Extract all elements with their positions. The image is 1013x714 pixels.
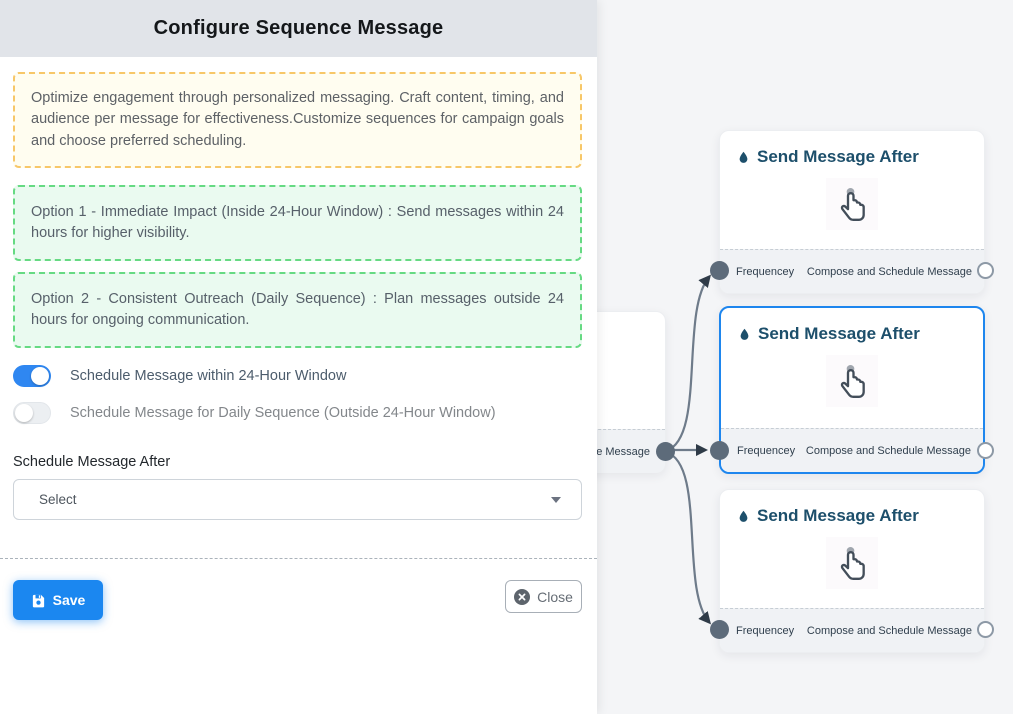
node-title-text: Send Message After [757, 506, 919, 525]
option-1-note: Option 1 - Immediate Impact (Inside 24-H… [13, 185, 582, 261]
select-placeholder: Select [39, 492, 77, 507]
node-footer: ce Message [597, 429, 665, 473]
node-title-text: Send Message After [757, 147, 919, 166]
save-button[interactable]: Save [13, 580, 103, 620]
toggle-knob [31, 367, 49, 385]
target-handle-node-1[interactable] [710, 261, 729, 280]
option-2-note: Option 2 - Consistent Outreach (Daily Se… [13, 272, 582, 348]
water-drop-icon [739, 510, 748, 522]
node-body: Send Message After [720, 131, 984, 249]
drawer-actions: Save Close [13, 580, 582, 620]
toggle-daily-label: Schedule Message for Daily Sequence (Out… [70, 405, 496, 421]
info-note-text: Optimize engagement through personalized… [31, 90, 564, 149]
configure-sequence-drawer: Configure Sequence Message Optimize enga… [0, 0, 597, 714]
schedule-after-select[interactable]: Select [13, 479, 582, 520]
node-footer: Frequencey Compose and Schedule Message [720, 249, 984, 293]
info-note: Optimize engagement through personalized… [13, 72, 582, 168]
option-1-text: Option 1 - Immediate Impact (Inside 24-H… [31, 203, 564, 241]
node-footer-label: ce Message [597, 445, 650, 458]
sequence-message-node-partial[interactable]: ce Message [597, 311, 666, 473]
drawer-title: Configure Sequence Message [153, 17, 444, 39]
send-message-after-node-1[interactable]: Send Message After Frequencey Compose an… [719, 130, 985, 294]
source-handle-node-2[interactable] [977, 442, 994, 459]
node-title: Send Message After [737, 324, 967, 344]
toggle-knob [15, 404, 33, 422]
node-body: Send Message After [721, 308, 983, 428]
footer-divider [0, 558, 597, 559]
close-circle-icon [514, 588, 531, 605]
toggle-24hr-window[interactable] [13, 365, 51, 387]
compose-port-label: Compose and Schedule Message [805, 444, 971, 457]
compose-port-label: Compose and Schedule Message [806, 624, 972, 637]
edge-to-node-3[interactable] [665, 450, 711, 625]
node-title: Send Message After [736, 147, 968, 167]
water-drop-icon [739, 151, 748, 163]
flow-canvas[interactable]: ce Message Send Message After Frequencey… [597, 0, 1013, 714]
source-handle-node-3[interactable] [977, 621, 994, 638]
node-footer: Frequencey Compose and Schedule Message [721, 428, 983, 472]
target-handle-node-3[interactable] [710, 620, 729, 639]
frequency-port-label: Frequencey [737, 444, 796, 457]
edge-to-node-1[interactable] [665, 274, 711, 453]
toggle-row-daily: Schedule Message for Daily Sequence (Out… [13, 402, 582, 424]
frequency-port-label: Frequencey [736, 624, 795, 637]
close-button-label: Close [537, 588, 573, 605]
source-handle-sequence-message[interactable] [656, 442, 675, 461]
node-footer: Frequencey Compose and Schedule Message [720, 608, 984, 652]
chevron-down-icon [551, 496, 561, 503]
toggle-daily-sequence[interactable] [13, 402, 51, 424]
toggle-24hr-label: Schedule Message within 24-Hour Window [70, 368, 347, 384]
node-title-text: Send Message After [758, 324, 920, 343]
save-icon [32, 594, 44, 607]
hand-cursor-icon [840, 547, 865, 580]
node-body [597, 312, 665, 429]
send-message-after-node-3[interactable]: Send Message After Frequencey Compose an… [719, 489, 985, 653]
close-button[interactable]: Close [505, 580, 582, 613]
hand-cursor-box[interactable] [826, 537, 878, 589]
toggle-row-24hr: Schedule Message within 24-Hour Window [13, 365, 582, 387]
save-button-label: Save [52, 592, 86, 608]
target-handle-node-2[interactable] [710, 441, 729, 460]
hand-cursor-box[interactable] [826, 178, 878, 230]
hand-cursor-icon [840, 188, 865, 221]
hand-cursor-box[interactable] [826, 355, 878, 407]
drawer-body: Optimize engagement through personalized… [0, 57, 597, 620]
schedule-after-label: Schedule Message After [13, 454, 171, 470]
water-drop-icon [740, 328, 749, 340]
send-message-after-node-2[interactable]: Send Message After Frequencey Compose an… [719, 306, 985, 474]
hand-cursor-icon [840, 365, 865, 398]
source-handle-node-1[interactable] [977, 262, 994, 279]
option-2-text: Option 2 - Consistent Outreach (Daily Se… [31, 290, 564, 328]
node-body: Send Message After [720, 490, 984, 608]
frequency-port-label: Frequencey [736, 265, 795, 278]
drawer-header: Configure Sequence Message [0, 0, 597, 57]
node-title: Send Message After [736, 506, 968, 526]
compose-port-label: Compose and Schedule Message [806, 265, 972, 278]
